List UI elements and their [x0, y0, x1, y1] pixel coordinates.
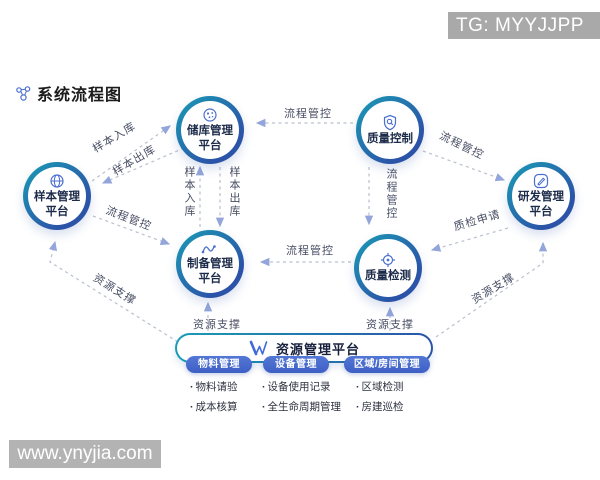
edge-label-process-control-right: 流程管控	[437, 129, 486, 162]
node-label: 储库管理 平台	[187, 125, 233, 152]
petri-dish-icon	[202, 107, 218, 123]
material-management-items: 物料请验 成本核算	[190, 379, 238, 414]
list-item: 房建巡检	[356, 399, 404, 414]
diagram-title-text: 系统流程图	[37, 87, 123, 104]
node-preparation-management: 制备管理 平台	[176, 230, 244, 298]
edge-label-resource-support-right: 资源支撑	[469, 271, 518, 307]
edge-label-process-control-top: 流程管控	[284, 108, 332, 120]
equipment-management-items: 设备使用记录 全生命周期管理	[262, 379, 342, 414]
node-label: 研发管理 平台	[518, 191, 564, 218]
edge-label-resource-support-prep: 资源支撑	[193, 319, 241, 331]
node-sample-management: 样本管理 平台	[23, 162, 91, 230]
node-rnd-management: 研发管理 平台	[507, 162, 575, 230]
resource-wave-icon	[248, 339, 270, 357]
target-icon	[380, 252, 396, 268]
edge-label-resource-support-qt: 资源支撑	[366, 319, 414, 331]
tg-badge: TG: MYYJJPP	[448, 12, 600, 39]
edge-label-sample-in-vertical: 样本入库	[183, 166, 195, 218]
node-storage-management: 储库管理 平台	[176, 96, 244, 164]
pill-area-room-management: 区域/房间管理	[344, 356, 430, 373]
molecule-icon	[15, 85, 32, 102]
resource-platform-title: 资源管理平台	[275, 341, 360, 357]
edge-label-sample-out-diagonal: 样本出库	[110, 143, 159, 179]
globe-icon	[49, 173, 65, 189]
list-item: 设备使用记录	[262, 379, 341, 394]
node-label: 质量控制	[367, 132, 413, 145]
pen-icon	[533, 173, 549, 189]
edge-label-sample-in-diagonal: 样本入库	[90, 120, 139, 156]
edge-label-process-control-vertical: 流程管控	[385, 168, 397, 220]
pill-material-management: 物料管理	[186, 356, 252, 373]
node-label: 制备管理 平台	[187, 258, 233, 285]
node-label: 质量检测	[365, 270, 411, 283]
edge-label-resource-support-left: 资源支撑	[90, 272, 139, 308]
list-item: 全生命周期管理	[262, 399, 342, 414]
watermark: www.ynyjia.com	[9, 440, 161, 468]
list-item: 区域检测	[356, 379, 404, 394]
pulse-chart-icon	[201, 242, 219, 256]
node-label: 样本管理 平台	[34, 191, 80, 218]
shield-icon	[382, 114, 398, 131]
pill-equipment-management: 设备管理	[263, 356, 329, 373]
edge-label-process-control-left: 流程管控	[104, 204, 154, 234]
node-quality-control: 质量控制	[356, 96, 424, 164]
node-quality-testing: 质量检测	[354, 234, 422, 302]
list-item: 物料请验	[190, 379, 238, 394]
edge-label-sample-out-vertical: 样本出库	[228, 166, 240, 218]
diagram-title: 系统流程图	[15, 81, 122, 105]
list-item: 成本核算	[190, 399, 238, 414]
edge-label-process-control-mid: 流程管控	[286, 245, 334, 257]
edge-label-qc-request: 质检申请	[452, 208, 502, 234]
area-room-management-items: 区域检测 房建巡检	[356, 379, 404, 414]
